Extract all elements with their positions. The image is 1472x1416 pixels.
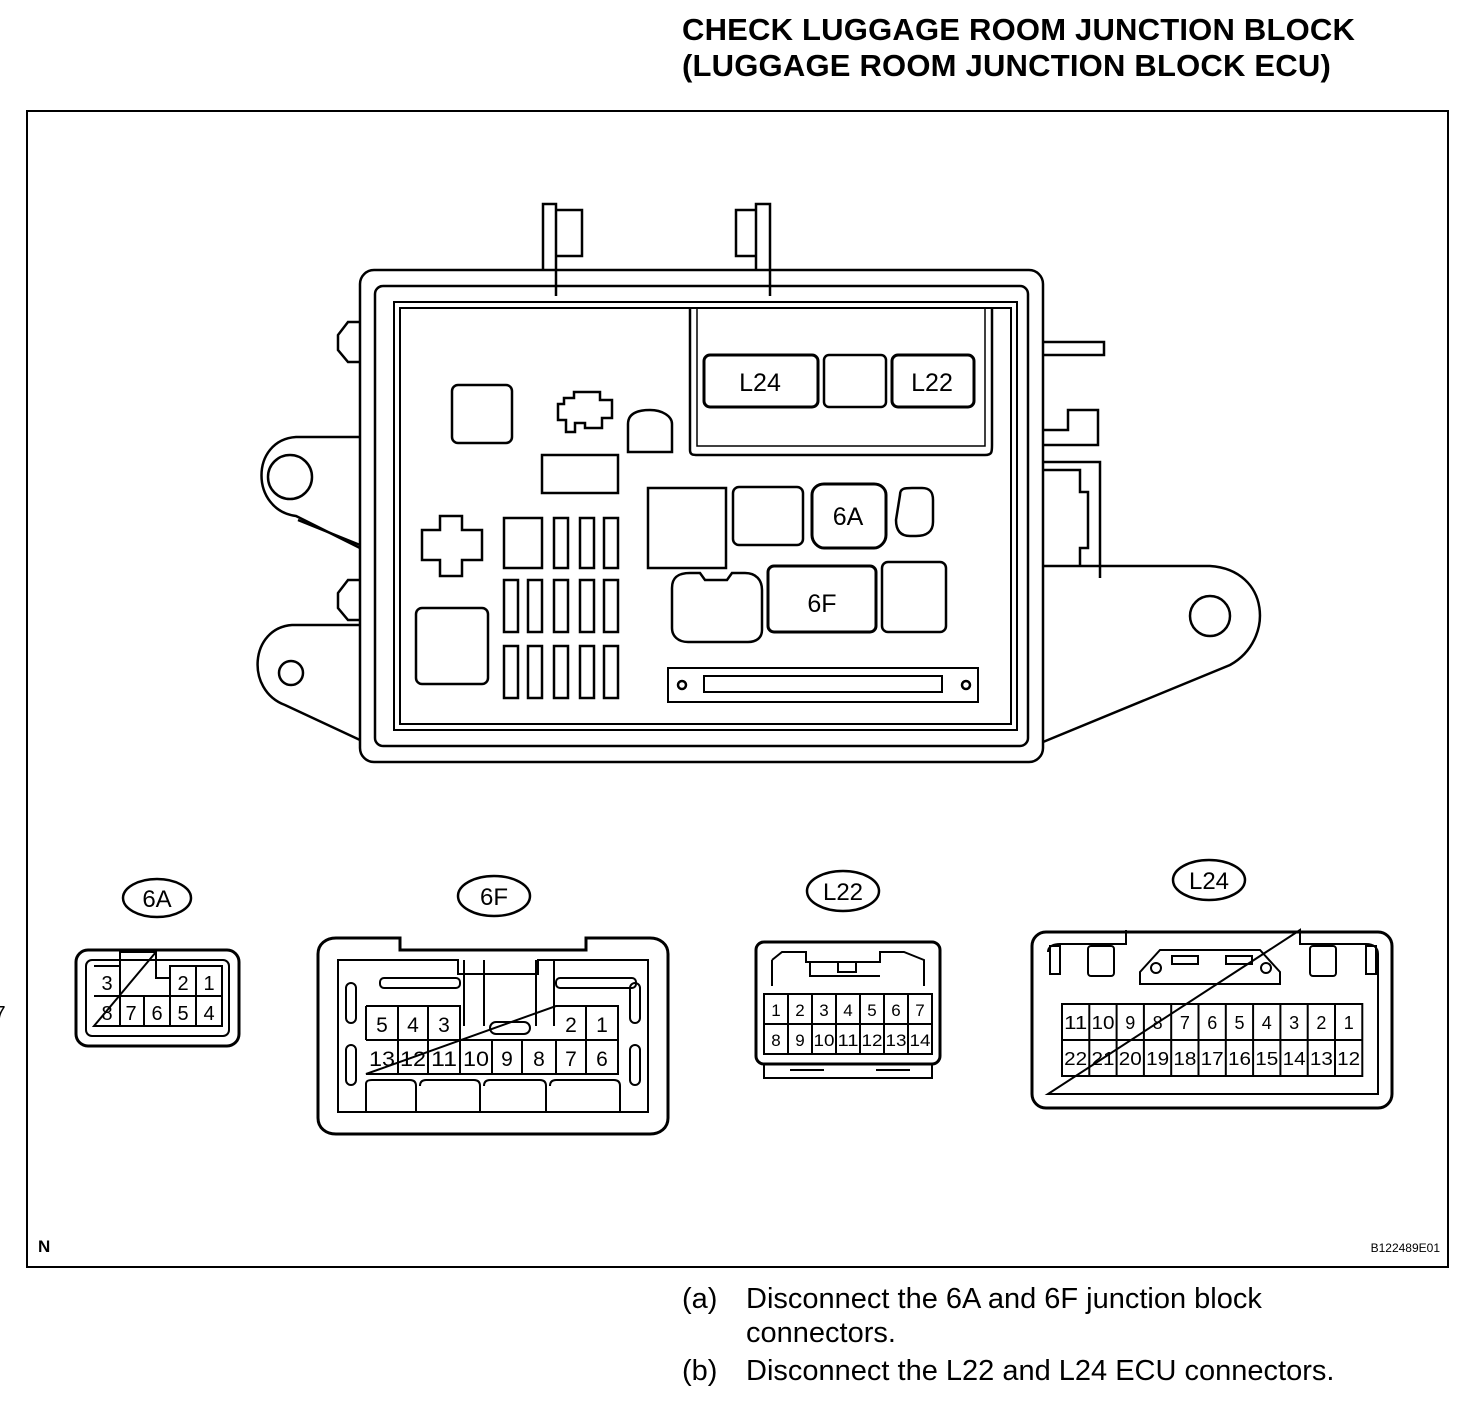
c6a-pin-2: 2 — [177, 973, 188, 995]
6f-socket — [766, 564, 878, 634]
l24-pin-14: 14 — [1283, 1049, 1306, 1069]
title-line-1: CHECK LUGGAGE ROOM JUNCTION BLOCK — [682, 12, 1356, 47]
l22-pin-9: 9 — [795, 1031, 804, 1050]
l24-pin-21: 21 — [1092, 1049, 1115, 1069]
c6a-pin-7: 7 — [0, 1003, 6, 1025]
block-label-l24: L24 — [739, 369, 781, 397]
step-a-text-2: connectors. — [746, 1317, 896, 1349]
l24-pin-7: 7 — [1180, 1013, 1190, 1033]
c6f-pin-10: 10 — [463, 1048, 489, 1071]
c6f-pin-4: 4 — [407, 1014, 419, 1037]
l22-pin-2: 2 — [795, 1001, 804, 1020]
l24-pin-22: 22 — [1064, 1049, 1087, 1069]
l22-pin-1: 1 — [771, 1001, 780, 1020]
connector-l24-label: L24 — [1189, 868, 1229, 895]
step-a-text-1: Disconnect the 6A and 6F junction block — [746, 1283, 1262, 1315]
c6f-pin-1: 1 — [596, 1014, 608, 1037]
l24-pin-13: 13 — [1310, 1049, 1333, 1069]
connector-6a-label: 6A — [142, 886, 171, 913]
l22-pin-8: 8 — [771, 1031, 780, 1050]
c6a-pin-8: 8 — [101, 1003, 112, 1025]
c6f-pin-8: 8 — [533, 1048, 545, 1071]
l24-pin-10: 10 — [1092, 1013, 1115, 1033]
l24-pin-2: 2 — [1316, 1013, 1326, 1033]
l24-socket — [702, 353, 820, 409]
step-b-label: (b) — [682, 1355, 718, 1387]
c6a-pin-5: 5 — [177, 1003, 188, 1025]
connector-6a: 6A 321875476 — [0, 877, 241, 1048]
c6f-pin-13: 13 — [369, 1048, 395, 1071]
l24-pin-8: 8 — [1153, 1013, 1163, 1033]
l24-pin-19: 19 — [1146, 1049, 1169, 1069]
c6f-pin-12: 12 — [400, 1048, 426, 1071]
c6a-pin-4: 4 — [203, 1003, 214, 1025]
junction-block — [256, 202, 1262, 764]
c6a-pin-7: 7 — [125, 1003, 136, 1025]
title-line-2: (LUGGAGE ROOM JUNCTION BLOCK ECU) — [682, 48, 1331, 83]
block-label-6a: 6A — [833, 503, 864, 531]
l24-pin-3: 3 — [1289, 1013, 1299, 1033]
l22-pin-7: 7 — [915, 1001, 924, 1020]
c6f-pin-3: 3 — [438, 1014, 450, 1037]
l24-pin-12: 12 — [1337, 1049, 1360, 1069]
c6f-pin-7: 7 — [565, 1048, 577, 1071]
l22-pin-10: 10 — [814, 1031, 835, 1050]
l22-pin-6: 6 — [891, 1001, 900, 1020]
block-label-6f: 6F — [807, 590, 836, 618]
l24-pin-9: 9 — [1125, 1013, 1135, 1033]
l22-socket — [890, 353, 976, 409]
l24-pin-4: 4 — [1262, 1013, 1272, 1033]
l24-pin-18: 18 — [1173, 1049, 1196, 1069]
c6f-pin-6: 6 — [596, 1048, 608, 1071]
l22-pin-3: 3 — [819, 1001, 828, 1020]
step-b-text-1: Disconnect the L22 and L24 ECU connector… — [746, 1355, 1335, 1387]
connector-6f-label: 6F — [480, 884, 508, 911]
l24-pin-6: 6 — [1207, 1013, 1217, 1033]
l24-pin-1: 1 — [1344, 1013, 1354, 1033]
l22-pin-4: 4 — [843, 1001, 852, 1020]
l24-pin-17: 17 — [1201, 1049, 1224, 1069]
c6f-pin-2: 2 — [565, 1014, 577, 1037]
c6f-pin-9: 9 — [501, 1048, 513, 1071]
l24-pin-11: 11 — [1064, 1013, 1087, 1033]
c6a-pin-1: 1 — [203, 973, 214, 995]
block-label-l22: L22 — [911, 369, 953, 397]
l24-pin-5: 5 — [1234, 1013, 1244, 1033]
c6f-pin-11: 11 — [431, 1048, 457, 1071]
l22-pin-14: 14 — [910, 1031, 931, 1050]
l22-pin-11: 11 — [838, 1031, 859, 1050]
l24-pin-grid — [1061, 1003, 1364, 1077]
6a-socket — [810, 482, 888, 550]
corner-mark-n: N — [38, 1237, 50, 1256]
l22-pin-12: 12 — [862, 1031, 883, 1050]
figure-id: B122489E01 — [1371, 1241, 1441, 1255]
step-a: (a) Disconnect the 6A and 6F junction blo… — [682, 1282, 1262, 1350]
step-a-label: (a) — [682, 1283, 718, 1315]
l22-pin-5: 5 — [867, 1001, 876, 1020]
c6f-pin-5: 5 — [376, 1014, 388, 1037]
connector-l22-label: L22 — [823, 879, 863, 906]
l22-pin-13: 13 — [886, 1031, 907, 1050]
l24-pin-15: 15 — [1255, 1049, 1278, 1069]
l24-pin-20: 20 — [1119, 1049, 1142, 1069]
c6a-pin-3: 3 — [101, 973, 112, 995]
title: CHECK LUGGAGE ROOM JUNCTION BLOCK (LUGGA… — [682, 12, 1355, 84]
c6a-pin-6: 6 — [151, 1003, 162, 1025]
l24-pin-16: 16 — [1228, 1049, 1251, 1069]
l22-pin-grid — [763, 993, 933, 1055]
step-b: (b) Disconnect the L22 and L24 ECU connec… — [682, 1354, 1334, 1388]
figure-frame — [26, 110, 1449, 1268]
